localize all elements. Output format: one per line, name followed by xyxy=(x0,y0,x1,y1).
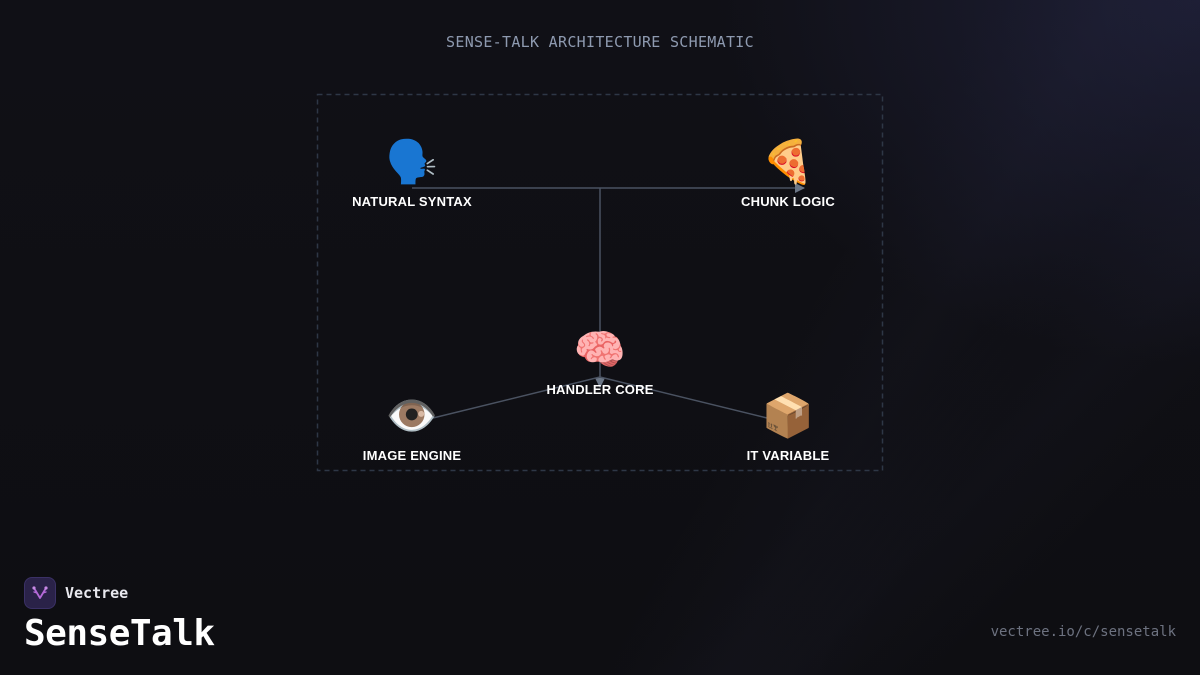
logo-mark xyxy=(32,586,48,599)
node-label: NATURAL SYNTAX xyxy=(352,194,472,209)
speaking-head-icon: 🗣️ xyxy=(385,138,439,185)
node-label: HANDLER CORE xyxy=(546,382,654,397)
brand-row: Vectree xyxy=(24,577,215,609)
brand-name: Vectree xyxy=(65,584,129,602)
page-url[interactable]: vectree.io/c/sensetalk xyxy=(990,624,1176,640)
diagram-title: SENSE-TALK ARCHITECTURE SCHEMATIC xyxy=(446,33,754,51)
node-label: IT VARIABLE xyxy=(746,448,830,463)
edge-handler-core-to-it-variable xyxy=(599,376,768,419)
eye-icon: 👁️ xyxy=(385,392,439,439)
node-chunk-logic: 🍕 CHUNK LOGIC xyxy=(708,138,868,209)
diagram-frame xyxy=(316,93,884,472)
edge-handler-core-to-image-engine xyxy=(432,376,601,419)
architecture-diagram: 🗣️ NATURAL SYNTAX 🍕 CHUNK LOGIC 🧠 HANDLE… xyxy=(316,93,884,472)
node-natural-syntax: 🗣️ NATURAL SYNTAX xyxy=(332,138,492,209)
tree-branch-logo-icon xyxy=(24,577,56,609)
diagram-canvas xyxy=(316,93,884,472)
node-it-variable: 📦 IT VARIABLE xyxy=(708,392,868,463)
node-handler-core: 🧠 HANDLER CORE xyxy=(520,326,680,397)
node-label: IMAGE ENGINE xyxy=(362,448,462,463)
pizza-icon: 🍕 xyxy=(761,138,815,185)
product-title: SenseTalk xyxy=(24,613,215,654)
package-icon: 📦 xyxy=(761,392,815,439)
node-label: CHUNK LOGIC xyxy=(741,194,835,209)
brain-icon: 🧠 xyxy=(573,326,627,373)
brand-block: Vectree SenseTalk xyxy=(24,577,215,654)
node-image-engine: 👁️ IMAGE ENGINE xyxy=(332,392,492,463)
